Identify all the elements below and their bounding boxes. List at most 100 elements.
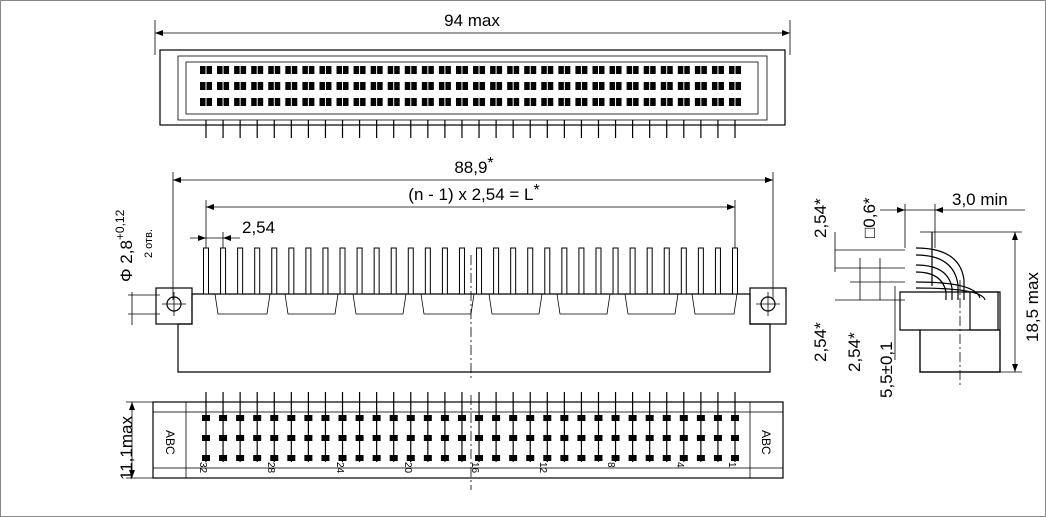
front-pin bbox=[322, 247, 329, 295]
front-pin bbox=[237, 247, 244, 295]
formula-label: (n - 1) x 2,54 = L* bbox=[408, 182, 539, 204]
front-pin bbox=[458, 247, 465, 295]
bottom-pad bbox=[509, 435, 518, 441]
bottom-pad bbox=[202, 455, 210, 461]
overall-length-label: 88,9* bbox=[454, 155, 493, 177]
front-pin bbox=[424, 247, 431, 295]
bottom-pad bbox=[253, 435, 262, 441]
bottom-pad bbox=[713, 415, 722, 421]
bottom-pad bbox=[696, 435, 705, 441]
bottom-pad bbox=[304, 455, 313, 461]
bottom-pad bbox=[389, 455, 398, 461]
body-notch bbox=[556, 293, 611, 315]
pitch-label-top: 2,54* bbox=[811, 198, 830, 238]
front-pin bbox=[544, 247, 551, 295]
bottom-pad bbox=[321, 435, 330, 441]
bottom-pad bbox=[526, 415, 535, 421]
min-length-label: 3,0 min bbox=[952, 190, 1008, 209]
bottom-pad bbox=[509, 455, 518, 461]
bottom-pad bbox=[492, 415, 501, 421]
front-pin bbox=[305, 247, 312, 295]
bottom-pad bbox=[628, 435, 637, 441]
bottom-pad bbox=[355, 455, 364, 461]
bottom-pad bbox=[526, 435, 535, 441]
overall-length-mark: * bbox=[487, 155, 493, 172]
front-pin bbox=[680, 247, 687, 295]
right-rows-label: ABC bbox=[759, 430, 773, 455]
pin-number: 4 bbox=[674, 462, 685, 468]
bottom-pad bbox=[338, 455, 347, 461]
front-pin bbox=[697, 247, 704, 295]
pitch-label: 2,54 bbox=[242, 218, 275, 237]
bottom-pad bbox=[389, 435, 398, 441]
bottom-pad bbox=[457, 435, 466, 441]
bottom-pad bbox=[560, 435, 569, 441]
bottom-pad bbox=[219, 415, 228, 421]
bottom-pad bbox=[645, 435, 654, 441]
bottom-pad bbox=[287, 455, 296, 461]
bottom-pad bbox=[543, 415, 552, 421]
bottom-pad bbox=[406, 415, 415, 421]
bottom-pad bbox=[731, 455, 739, 461]
bottom-pad bbox=[236, 435, 245, 441]
front-pin bbox=[527, 247, 534, 295]
overall-length-value: 88,9 bbox=[454, 158, 487, 177]
front-pin bbox=[561, 247, 568, 295]
pin-number: 32 bbox=[197, 462, 208, 474]
side-view: □0,6* 3,0 min 2,54* 2,54* 2,54* 5,5±0,1 … bbox=[811, 190, 1042, 398]
front-pin bbox=[390, 247, 397, 295]
front-pin bbox=[714, 247, 721, 295]
front-pin bbox=[288, 247, 295, 295]
bottom-pad bbox=[560, 415, 569, 421]
bottom-pad bbox=[253, 415, 262, 421]
bottom-pad bbox=[594, 415, 603, 421]
bottom-pad bbox=[440, 415, 449, 421]
left-rows-label: ABC bbox=[163, 430, 177, 455]
bottom-pad bbox=[475, 415, 484, 421]
bottom-pad bbox=[611, 435, 620, 441]
bottom-pad bbox=[270, 415, 279, 421]
bottom-pad bbox=[338, 415, 347, 421]
bottom-pad bbox=[645, 415, 654, 421]
bottom-pad bbox=[628, 455, 637, 461]
bottom-pad bbox=[440, 435, 449, 441]
bottom-pad bbox=[202, 415, 210, 421]
bottom-pad bbox=[577, 435, 586, 441]
bottom-pad bbox=[696, 455, 705, 461]
bottom-pad bbox=[236, 415, 245, 421]
bottom-pad bbox=[440, 455, 449, 461]
bottom-pad bbox=[304, 415, 313, 421]
bottom-pad bbox=[423, 435, 432, 441]
front-pin bbox=[203, 247, 209, 295]
front-pin bbox=[663, 247, 670, 295]
bottom-pad bbox=[560, 455, 569, 461]
front-pin bbox=[732, 247, 738, 295]
body-notch bbox=[624, 293, 679, 315]
offset-label: 5,5±0,1 bbox=[877, 341, 896, 398]
formula-value: (n - 1) x 2,54 = L bbox=[408, 185, 533, 204]
bottom-pad bbox=[423, 455, 432, 461]
bottom-pad bbox=[457, 455, 466, 461]
bottom-pad bbox=[304, 435, 313, 441]
front-pin bbox=[407, 247, 414, 295]
bottom-pad bbox=[338, 435, 347, 441]
bottom-pad bbox=[611, 455, 620, 461]
bottom-pad bbox=[475, 455, 484, 461]
bottom-pad bbox=[475, 435, 484, 441]
front-pin bbox=[373, 247, 380, 295]
body-notch bbox=[488, 293, 543, 315]
hole-count-label: 2 отв. bbox=[143, 229, 155, 258]
pitch-label-mid: 2,54* bbox=[811, 322, 830, 362]
bottom-pad bbox=[696, 415, 705, 421]
pin-number: 16 bbox=[469, 462, 480, 474]
bottom-pad bbox=[509, 415, 518, 421]
bottom-pad bbox=[321, 415, 330, 421]
bottom-pad bbox=[219, 455, 228, 461]
bottom-pad bbox=[611, 415, 620, 421]
bottom-pad bbox=[202, 435, 210, 441]
front-view: 88,9* (n - 1) x 2,54 = L* 2,54 Φ 2,8+0,1… bbox=[113, 155, 787, 380]
bottom-pad bbox=[594, 435, 603, 441]
bottom-pad bbox=[270, 455, 279, 461]
